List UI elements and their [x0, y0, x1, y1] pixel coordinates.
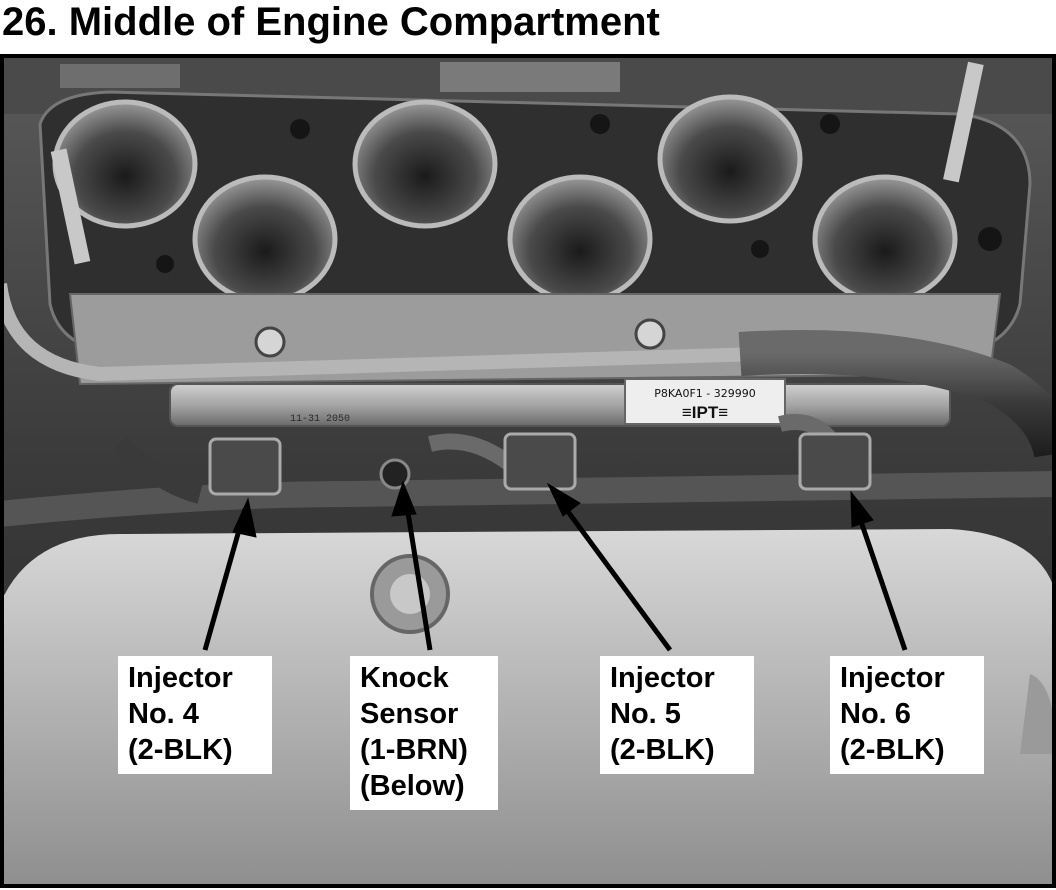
injector-connectors	[208, 432, 872, 496]
callout-injector-5: Injector No. 5 (2-BLK)	[600, 656, 754, 774]
rail-stamp: 11-31 2050	[290, 414, 350, 425]
arrow-injector-6	[852, 503, 908, 651]
callout-knock-sensor: Knock Sensor (1-BRN) (Below)	[350, 656, 498, 810]
callout-line: Injector	[610, 662, 715, 694]
callout-line: Injector	[128, 662, 233, 694]
arrow-knock-sensor	[402, 493, 433, 651]
callout-line: (2-BLK)	[128, 734, 233, 766]
page-title: 26. Middle of Engine Compartment	[2, 0, 660, 44]
callout-arrows	[202, 480, 908, 652]
callout-line: (Below)	[360, 770, 465, 802]
callout-line: (1-BRN)	[360, 734, 468, 766]
callout-line: (2-BLK)	[610, 734, 715, 766]
callout-line: Knock	[360, 662, 449, 694]
intake-ports	[52, 94, 958, 304]
callout-line: Sensor	[360, 698, 459, 730]
arrow-injector-5	[552, 492, 673, 652]
callout-injector-4: Injector No. 4 (2-BLK)	[118, 656, 272, 774]
callout-line: Injector	[840, 662, 945, 694]
engine-photo: P8KA0F1 - 329990 ≡IPT≡ 11-31 2050	[0, 54, 1056, 888]
callout-line: No. 4	[128, 698, 199, 730]
sticker-part-number: P8KA0F1 - 329990	[654, 387, 755, 400]
sticker-brand: ≡IPT≡	[682, 403, 728, 422]
callout-injector-6: Injector No. 6 (2-BLK)	[830, 656, 984, 774]
callout-line: (2-BLK)	[840, 734, 945, 766]
callout-line: No. 5	[610, 698, 681, 730]
callout-line: No. 6	[840, 698, 911, 730]
